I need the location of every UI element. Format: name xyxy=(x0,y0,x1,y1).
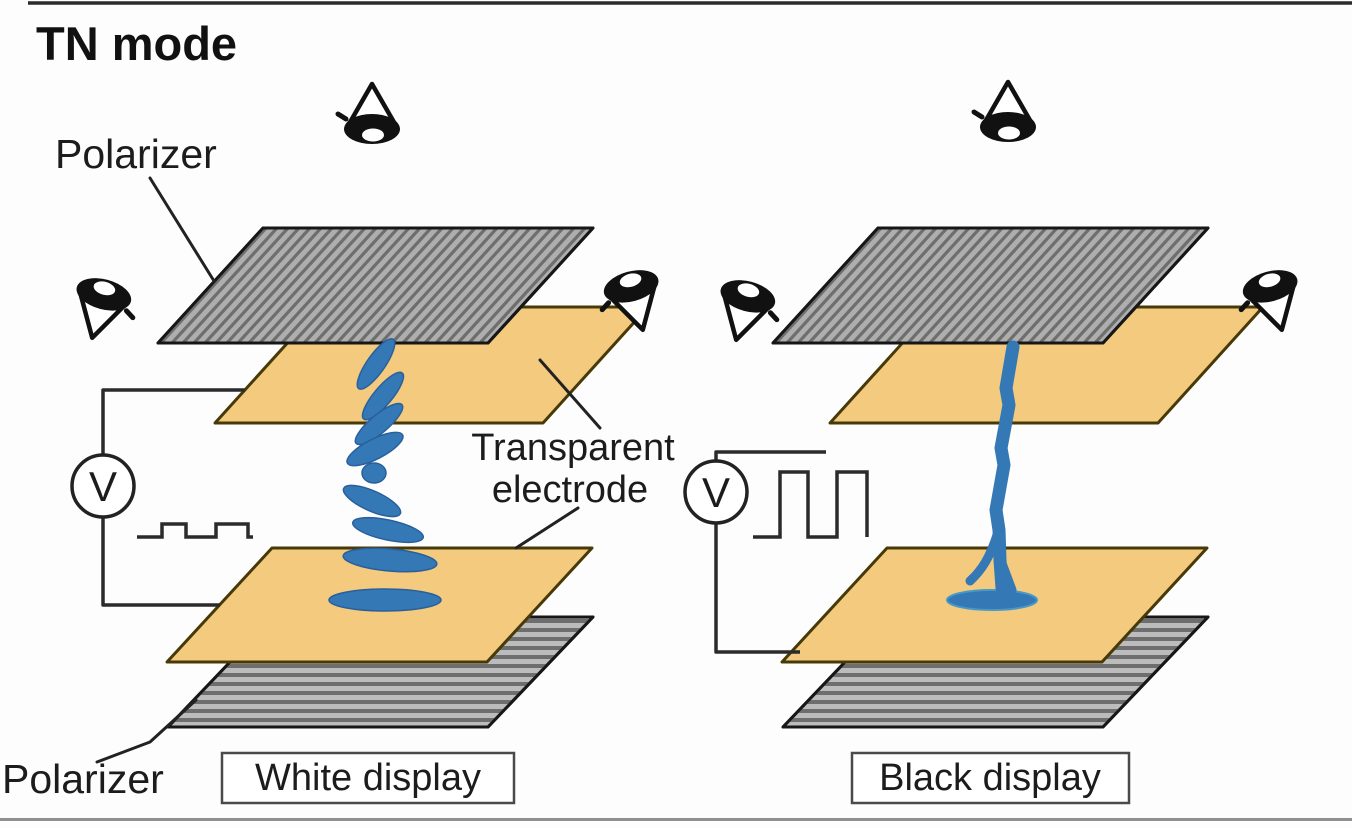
black-display-caption: Black display xyxy=(879,757,1101,799)
white-display-caption-box xyxy=(220,751,516,805)
eye-icon-top-left-panel xyxy=(338,84,400,144)
polarizer-top-label: Polarizer xyxy=(55,131,217,177)
black-display-caption-box xyxy=(850,751,1131,805)
polarizer-bottom-pointer-line xyxy=(95,698,198,764)
liquid-crystal-vertical xyxy=(946,340,1038,611)
eye-icon-top-right-panel xyxy=(974,82,1036,142)
polarizer-bottom-label: Polarizer xyxy=(2,756,164,802)
white-display-panel: V White display xyxy=(70,226,650,805)
white-display-caption: White display xyxy=(255,757,481,799)
voltage-source-icon-left xyxy=(70,453,136,519)
transparent-electrode-label-line1: Transparent xyxy=(471,427,675,469)
polarizer-top-pointer-line xyxy=(148,176,216,283)
voltage-symbol-left: V xyxy=(89,463,117,510)
eye-icon-side-left-of-white xyxy=(65,273,140,347)
low-amplitude-square-wave-icon xyxy=(137,522,253,539)
voltage-source-icon-right xyxy=(683,459,749,525)
transparent-electrode-label-line2: electrode xyxy=(492,469,648,511)
wire-bottom-right xyxy=(714,523,800,654)
page-title: TN mode xyxy=(36,17,237,70)
voltage-symbol-right: V xyxy=(702,469,730,516)
liquid-crystal-twisted xyxy=(328,338,442,612)
transparent-electrode-pointer-top xyxy=(538,358,602,430)
wire-top-right xyxy=(714,450,826,461)
eye-icon-side-left-of-black xyxy=(709,275,784,349)
transparent-electrode-pointer-bottom xyxy=(514,506,580,550)
high-amplitude-square-wave-icon xyxy=(753,470,869,539)
wire-top-left xyxy=(101,388,245,455)
wire-bottom-left xyxy=(101,517,220,607)
